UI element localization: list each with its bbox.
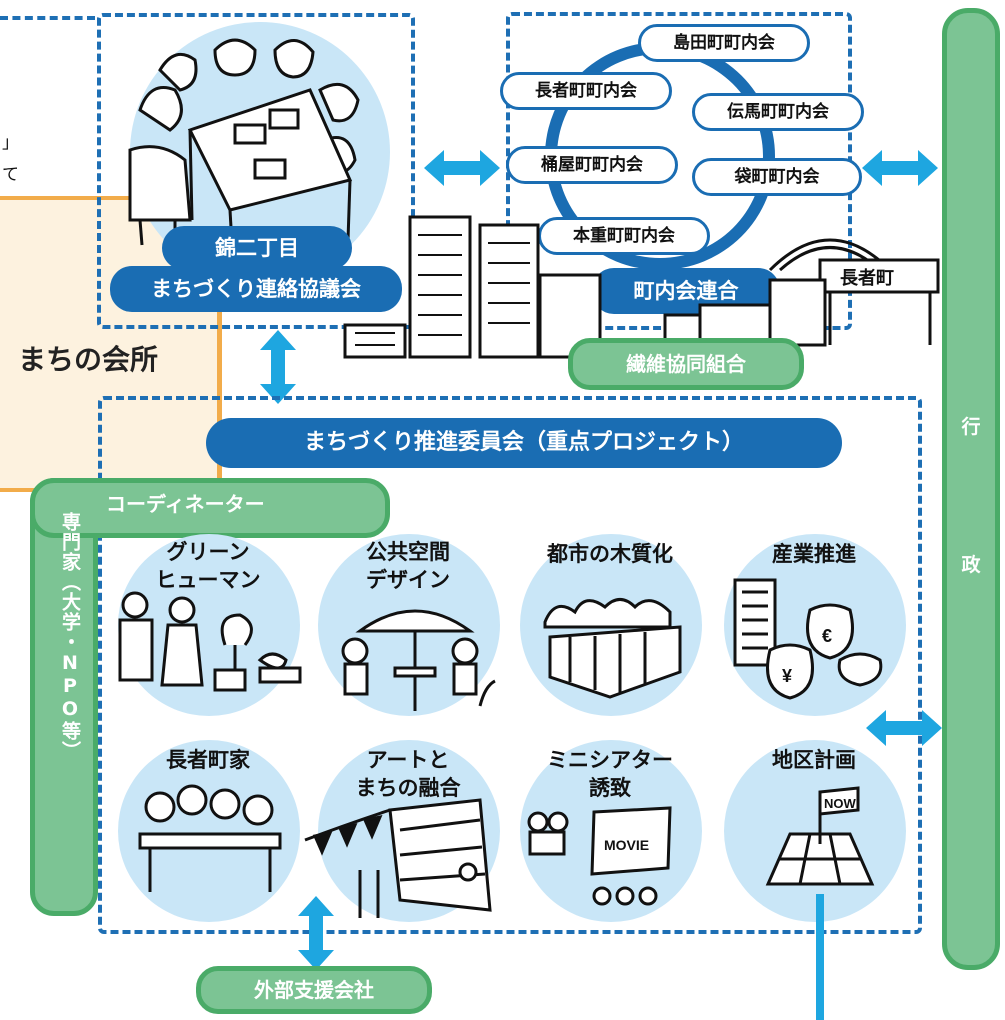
project-district-plan-line1: 地区計画 <box>772 748 856 772</box>
district-plan-connector <box>816 894 824 1020</box>
association-shimada: 島田町町内会 <box>638 24 810 62</box>
coordinator-bar <box>30 478 390 538</box>
arcade-sign-text: 長者町 <box>840 268 894 288</box>
council-frame <box>97 13 415 329</box>
association-temma: 伝馬町町内会 <box>692 93 864 131</box>
meeting-illustration <box>128 38 360 246</box>
council-label-1: 錦二丁目 <box>162 226 352 270</box>
arrow-council-committee <box>260 330 296 404</box>
project-public-space-line2: デザイン <box>366 568 450 592</box>
government-bar <box>942 8 1000 970</box>
arrow-committee-external <box>298 896 334 970</box>
experts-bar <box>30 478 98 916</box>
project-mini-theater-line2: 誘致 <box>589 776 631 800</box>
coordinator-label: コーディネーター <box>106 492 265 516</box>
committee-frame <box>98 396 922 934</box>
choja-machiya-illustration <box>138 784 282 892</box>
association-union-label: 町内会連合 <box>592 268 780 314</box>
left-panel-fragment-1: 」 <box>2 133 19 153</box>
machi-kaisho-title: まちの会所 <box>18 343 159 376</box>
project-wood-line1: 都市の木質化 <box>547 542 673 566</box>
district-plan-illustration: NOW <box>765 786 875 886</box>
arrow-committee-government <box>866 710 942 746</box>
project-industry-line1: 産業推進 <box>772 542 856 566</box>
association-fukuro: 袋町町内会 <box>692 158 862 196</box>
arcade-illustration: 長者町 <box>663 238 940 347</box>
mini-theater-illustration: MOVIE <box>527 806 672 906</box>
project-circle-district-plan <box>724 740 906 922</box>
textile-coop-label: 繊維協同組合 <box>568 338 804 390</box>
green-human-illustration <box>118 591 302 692</box>
arrow-council-associations <box>424 150 500 186</box>
project-art-line1: アートと <box>366 748 450 772</box>
industry-illustration: € ¥ <box>733 578 883 700</box>
public-space-illustration <box>341 609 496 711</box>
project-public-space-line1: 公共空間 <box>366 540 450 564</box>
project-green-human-line2: ヒューマン <box>155 568 261 592</box>
euro-symbol: € <box>822 626 832 646</box>
association-okeya: 桶屋町町内会 <box>506 146 678 184</box>
buildings-illustration <box>343 215 602 359</box>
external-support-label: 外部支援会社 <box>196 966 432 1014</box>
yen-symbol: ¥ <box>782 666 792 686</box>
arrow-associations-government <box>862 150 938 186</box>
now-text: NOW <box>824 796 857 811</box>
government-char-2: 政 <box>961 554 981 576</box>
movie-text: MOVIE <box>604 837 649 853</box>
project-choja-machiya-line1: 長者町家 <box>166 748 250 772</box>
art-illustration <box>304 798 492 918</box>
top-left-dash-line <box>0 16 95 20</box>
project-green-human-line1: グリーン <box>166 540 250 564</box>
project-art-line2: まちの融合 <box>355 776 461 800</box>
experts-label: 専門家（大学・NPO等） <box>59 512 81 761</box>
association-chojamachi: 長者町町内会 <box>500 72 672 110</box>
left-panel-fragment-2: て <box>2 165 19 185</box>
committee-label: まちづくり推進委員会（重点プロジェクト） <box>206 418 842 468</box>
government-char-1: 行 <box>961 416 981 438</box>
project-mini-theater-line1: ミニシアター <box>547 748 673 772</box>
wood-illustration <box>543 598 682 699</box>
council-label-2: まちづくり連絡協議会 <box>110 266 402 312</box>
